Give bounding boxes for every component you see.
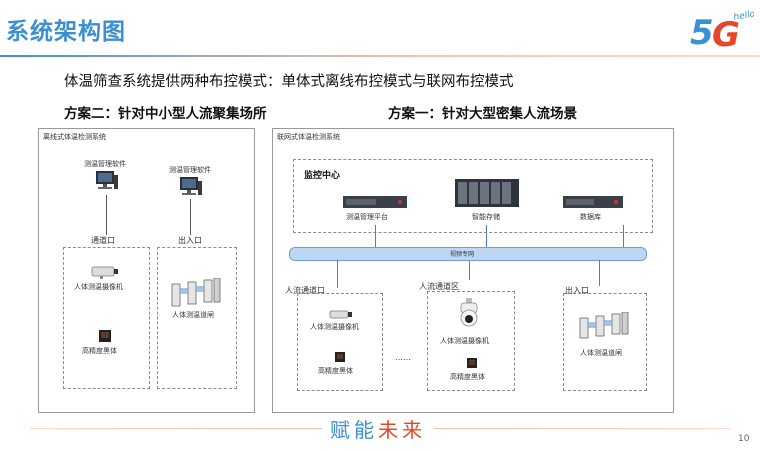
brand-logo: 5 G hello xyxy=(688,6,756,55)
network-label: 视频专网 xyxy=(450,251,475,258)
server-label: 测温管理平台 xyxy=(346,213,388,221)
slogan-red: 未来 xyxy=(378,418,426,442)
computer-icon xyxy=(93,169,119,197)
plan-two-heading: 方案二：针对中小型人流聚集场所 xyxy=(64,106,267,122)
blackbody-icon xyxy=(466,354,478,373)
blackbody-icon xyxy=(98,328,112,347)
networked-panel-title: 联网式体温检测系统 xyxy=(277,133,340,141)
link-line xyxy=(337,260,338,288)
server-icon xyxy=(342,194,408,213)
ellipsis: …… xyxy=(395,353,411,362)
slogan: 赋能未来 xyxy=(322,414,434,443)
svg-text:G: G xyxy=(712,15,740,50)
page-title: 系统架构图 xyxy=(6,19,126,45)
plan-one-heading: 方案一：针对大型密集人流场景 xyxy=(388,106,577,122)
software-label: 测温管理软件 xyxy=(84,160,126,168)
monitoring-center-box: 监控中心 测温管理平台 智能存储 数据库 xyxy=(293,159,653,233)
slogan-blue: 赋能 xyxy=(330,418,378,442)
blackbody-label: 高精度黑体 xyxy=(82,347,117,355)
gate-label: 人体测温道闸 xyxy=(580,349,622,357)
title-divider xyxy=(0,55,760,57)
zone-a-label: 人流通道口 xyxy=(285,286,325,295)
zone-c-label: 出入口 xyxy=(565,286,589,295)
blackbody-label: 高精度黑体 xyxy=(318,367,353,375)
channel-zone-box: 人体测温摄像机 高精度黑体 xyxy=(297,293,383,391)
page-number: 10 xyxy=(738,434,750,444)
link-line xyxy=(486,225,487,247)
entrance-box: 人体测温道闸 xyxy=(157,247,237,389)
offline-system-panel: 离线式体温检测系统 测温管理软件 测温管理软件 通道口 出入口 人体测温摄像机 xyxy=(38,128,255,413)
camera-label: 人体测温摄像机 xyxy=(440,337,489,345)
entrance-zone-box: 人体测温道闸 xyxy=(563,293,647,391)
channel-box: 人体测温摄像机 高精度黑体 xyxy=(63,247,150,389)
zone-b-label: 人流通道区 xyxy=(419,282,459,291)
computer-icon xyxy=(177,175,203,203)
offline-panel-title: 离线式体温检测系统 xyxy=(43,133,106,141)
storage-icon xyxy=(454,178,520,212)
dome-camera-icon xyxy=(456,298,482,332)
link-line xyxy=(623,225,624,247)
link-line xyxy=(599,260,600,286)
turnstile-gate-icon xyxy=(170,277,224,312)
camera-label: 人体测温摄像机 xyxy=(74,283,123,291)
svg-text:5: 5 xyxy=(690,13,714,50)
channel-label: 通道口 xyxy=(91,236,115,245)
5g-logo-icon: 5 G hello xyxy=(690,9,756,55)
monitoring-center-label: 监控中心 xyxy=(304,171,341,181)
link-line xyxy=(106,195,107,235)
database-server-icon xyxy=(562,194,624,213)
thermal-camera-icon xyxy=(90,264,120,283)
link-line xyxy=(190,199,191,235)
link-line xyxy=(375,225,376,247)
svg-text:hello: hello xyxy=(733,9,754,23)
camera-label: 人体测温摄像机 xyxy=(310,323,359,331)
intro-text: 体温筛查系统提供两种布控模式：单体式离线布控模式与联网布控模式 xyxy=(64,74,514,90)
gate-label: 人体测温道闸 xyxy=(172,311,214,319)
database-label: 数据库 xyxy=(580,213,601,221)
thermal-camera-icon xyxy=(328,306,354,325)
blackbody-label: 高精度黑体 xyxy=(450,373,485,381)
blackbody-icon xyxy=(334,348,346,367)
link-line xyxy=(469,260,470,280)
turnstile-gate-icon xyxy=(578,311,632,344)
networked-system-panel: 联网式体温检测系统 监控中心 测温管理平台 智能存储 数据库 视频专网 人流通道… xyxy=(272,128,674,413)
storage-label: 智能存储 xyxy=(472,213,500,221)
channel-area-box: 人体测温摄像机 高精度黑体 xyxy=(427,291,515,391)
video-network-pipe: 视频专网 xyxy=(289,247,647,261)
software-label: 测温管理软件 xyxy=(169,166,211,174)
entrance-label: 出入口 xyxy=(178,236,202,245)
